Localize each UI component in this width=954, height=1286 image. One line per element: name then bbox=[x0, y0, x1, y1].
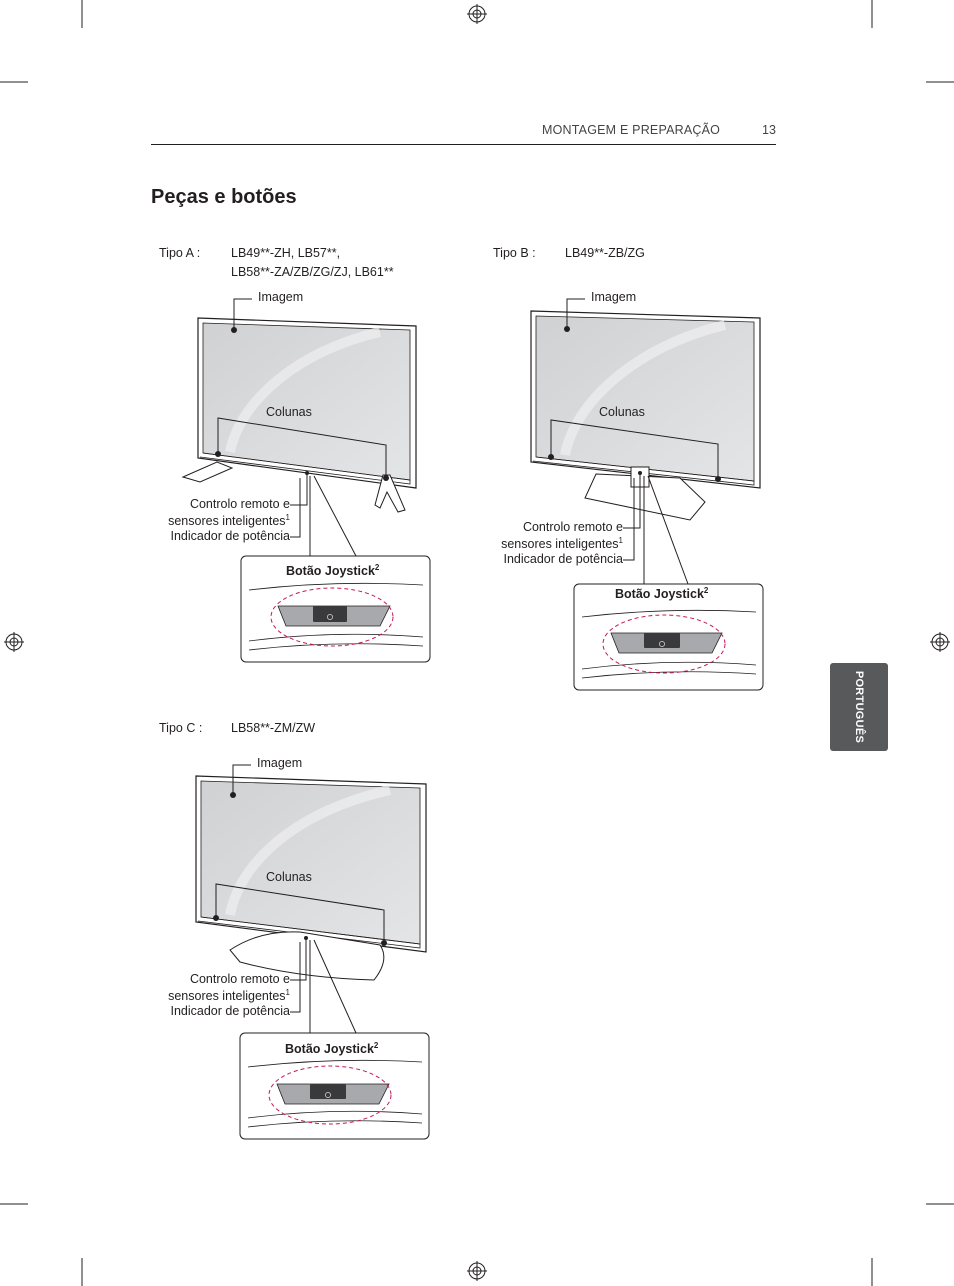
language-side-tab: PORTUGUÊS bbox=[830, 663, 888, 751]
type-a-remote-label: Controlo remoto e bbox=[189, 497, 290, 511]
type-a-sensors-label: sensores inteligentes1 bbox=[168, 513, 290, 529]
type-c-remote-label: Controlo remoto e bbox=[189, 972, 290, 986]
type-c-models-line1: LB58**-ZM/ZW bbox=[231, 721, 316, 735]
type-c-image-label: Imagem bbox=[257, 756, 303, 770]
page-number: 13 bbox=[762, 123, 776, 137]
type-b-speakers-label: Colunas bbox=[599, 405, 645, 419]
type-b-image-label: Imagem bbox=[591, 290, 637, 304]
type-c-label: Tipo C : bbox=[159, 721, 203, 735]
tv-type-a-illustration bbox=[181, 298, 431, 663]
type-a-models-line1: LB49**-ZH, LB57**, bbox=[231, 246, 341, 260]
type-a-models-line2: LB58**-ZA/ZB/ZG/ZJ, LB61** bbox=[231, 265, 394, 279]
registration-mark-icon bbox=[4, 4, 950, 1281]
type-b-models-line1: LB49**-ZB/ZG bbox=[565, 246, 645, 260]
language-side-tab-label: PORTUGUÊS bbox=[853, 670, 865, 744]
header-divider bbox=[151, 144, 776, 145]
type-b-label: Tipo B : bbox=[493, 246, 536, 260]
type-a-label: Tipo A : bbox=[159, 246, 201, 260]
type-a-image-label: Imagem bbox=[258, 290, 304, 304]
section-header: MONTAGEM E PREPARAÇÃO bbox=[542, 123, 721, 137]
tv-type-c-illustration bbox=[195, 764, 430, 1140]
type-c-speakers-label: Colunas bbox=[266, 870, 312, 884]
page-title: Peças e botões bbox=[151, 186, 297, 208]
type-b-sensors-label: sensores inteligentes1 bbox=[501, 536, 623, 552]
type-c-sensors-label: sensores inteligentes1 bbox=[168, 988, 290, 1004]
type-b-joystick-label: Botão Joystick2 bbox=[615, 586, 709, 602]
type-a-joystick-label: Botão Joystick2 bbox=[286, 563, 380, 579]
type-b-remote-label: Controlo remoto e bbox=[522, 520, 623, 534]
type-a-speakers-label: Colunas bbox=[266, 405, 312, 419]
type-a-power-label: Indicador de potência bbox=[170, 529, 290, 543]
tv-type-b-illustration bbox=[530, 298, 764, 691]
type-b-power-label: Indicador de potência bbox=[503, 552, 623, 566]
type-c-joystick-label: Botão Joystick2 bbox=[285, 1041, 379, 1057]
type-c-power-label: Indicador de potência bbox=[170, 1004, 290, 1018]
